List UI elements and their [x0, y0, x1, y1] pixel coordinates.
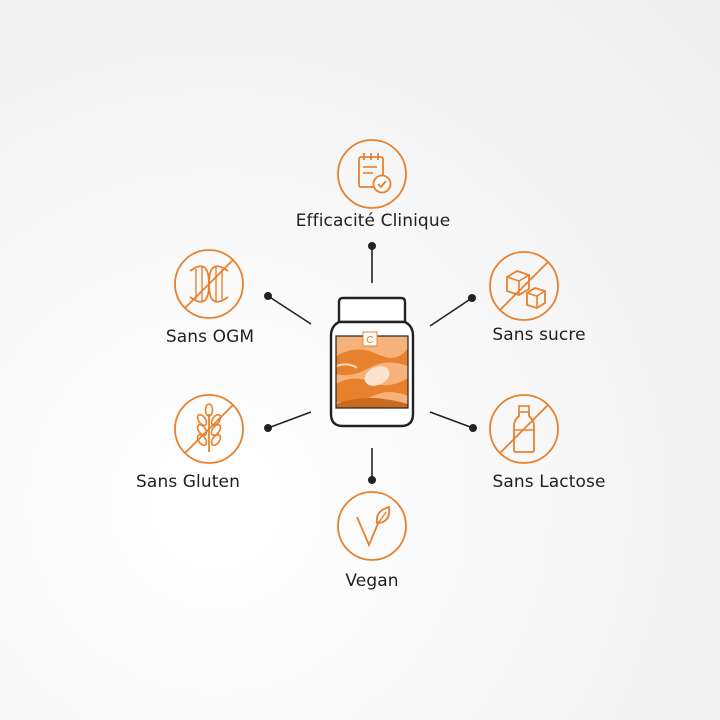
feature-label-no-gluten: Sans Gluten: [136, 472, 240, 492]
clipboard-check-icon: [335, 137, 409, 211]
feature-label-vegan: Vegan: [345, 571, 399, 591]
connector-dot-top: [367, 242, 376, 251]
jar-brand-letter: C: [366, 335, 373, 346]
feature-label-no-lactose: Sans Lactose: [492, 472, 606, 492]
connector-dot-bottom-right: [468, 423, 477, 432]
connector-dot-bottom: [367, 475, 376, 484]
wheat-crossed-icon: [172, 392, 246, 466]
product-jar-icon: C: [329, 296, 415, 428]
milk-bottle-crossed-icon: [487, 392, 561, 466]
connector-dot-top-right: [467, 293, 476, 302]
connector-bottom-right: [429, 411, 474, 429]
connector-dot-bottom-left: [263, 423, 272, 432]
feature-label-no-sugar: Sans sucre: [492, 325, 586, 345]
leaf-v-icon: [335, 489, 409, 563]
connector-top-right: [429, 297, 473, 327]
dna-crossed-icon: [172, 247, 246, 321]
sugar-cubes-crossed-icon: [487, 249, 561, 323]
connector-dot-top-left: [263, 291, 272, 300]
connector-top-left: [267, 295, 312, 325]
feature-label-clinical: Efficacité Clinique: [295, 211, 451, 231]
connector-bottom-left: [267, 411, 312, 429]
feature-label-no-gmo: Sans OGM: [165, 327, 255, 347]
